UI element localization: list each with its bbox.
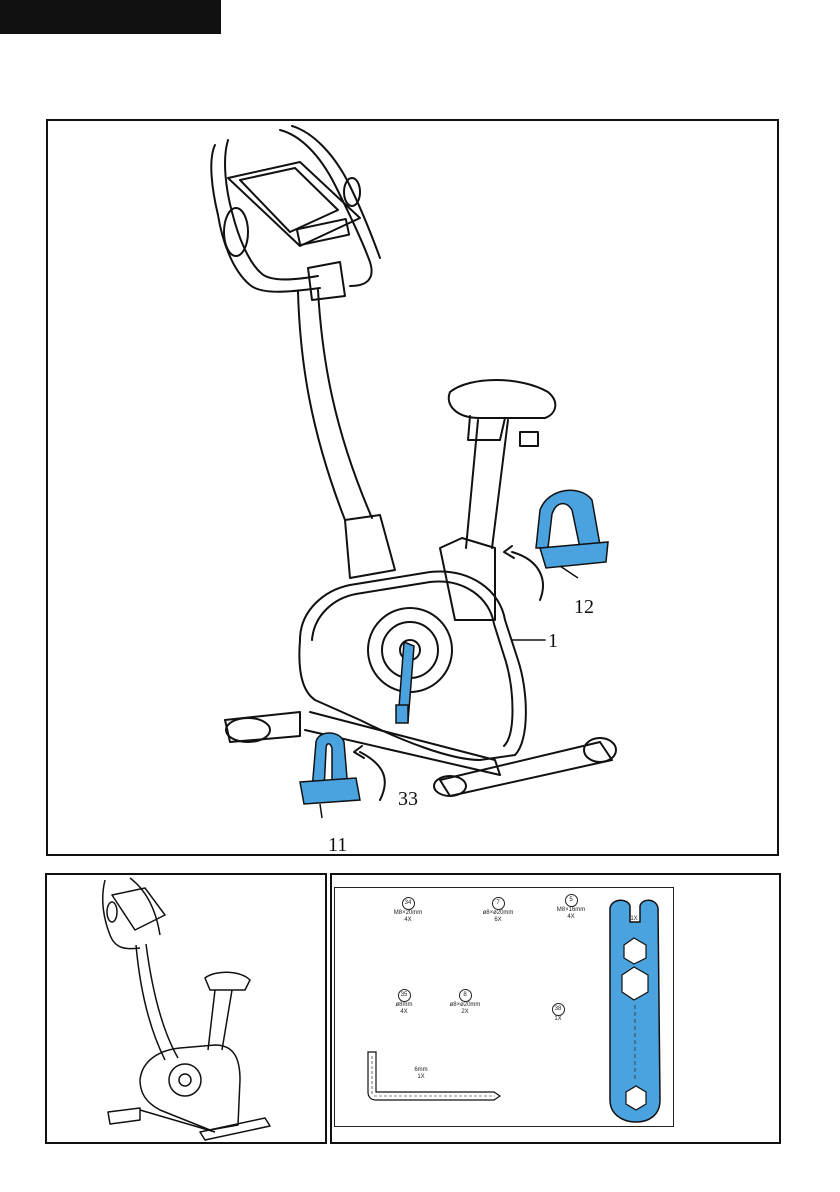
- wrench-label: 1X: [626, 916, 642, 923]
